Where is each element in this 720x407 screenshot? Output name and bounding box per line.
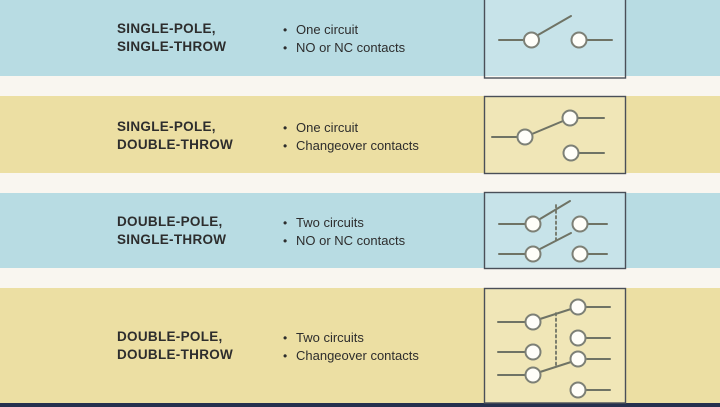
bullet-text: One circuit [296, 120, 359, 135]
dpst-switch-symbol [483, 191, 627, 270]
bullet-item: Two circuits [283, 214, 405, 232]
bullet-item: NO or NC contacts [283, 232, 405, 250]
bullet-item: Changeover contacts [283, 347, 419, 365]
bullet-text: One circuit [296, 22, 359, 37]
bullet-text: NO or NC contacts [296, 233, 406, 248]
row-bullets-spst: One circuit NO or NC contacts [283, 21, 405, 57]
row-title-line: SINGLE-POLE, [117, 119, 216, 134]
spst-switch-symbol [483, 0, 627, 79]
row-title-line: DOUBLE-POLE, [117, 329, 223, 344]
bullet-item: Two circuits [283, 329, 419, 347]
row-title-line: SINGLE-POLE, [117, 21, 216, 36]
spdt-switch-symbol [483, 95, 627, 175]
bullet-text: Changeover contacts [296, 348, 419, 363]
row-title-line: SINGLE-THROW [117, 232, 227, 247]
row-title-line: DOUBLE-THROW [117, 347, 234, 362]
row-title-dpst: DOUBLE-POLE, SINGLE-THROW [117, 213, 226, 249]
row-bullets-dpst: Two circuits NO or NC contacts [283, 214, 405, 250]
bullet-item: NO or NC contacts [283, 39, 405, 57]
row-title-line: SINGLE-THROW [117, 39, 227, 54]
bullet-text: NO or NC contacts [296, 40, 406, 55]
row-title-dpdt: DOUBLE-POLE, DOUBLE-THROW [117, 328, 233, 364]
bullet-text: Two circuits [296, 215, 364, 230]
bullet-text: Changeover contacts [296, 138, 419, 153]
dpdt-switch-symbol [483, 287, 627, 404]
footer-accent-bar [0, 403, 720, 407]
bullet-text: Two circuits [296, 330, 364, 345]
row-title-line: DOUBLE-POLE, [117, 214, 223, 229]
bullet-item: Changeover contacts [283, 137, 419, 155]
bullet-item: One circuit [283, 119, 419, 137]
bullet-item: One circuit [283, 21, 405, 39]
row-bullets-dpdt: Two circuits Changeover contacts [283, 329, 419, 365]
row-title-spst: SINGLE-POLE, SINGLE-THROW [117, 20, 226, 56]
row-title-line: DOUBLE-THROW [117, 137, 234, 152]
row-title-spdt: SINGLE-POLE, DOUBLE-THROW [117, 118, 233, 154]
row-bullets-spdt: One circuit Changeover contacts [283, 119, 419, 155]
